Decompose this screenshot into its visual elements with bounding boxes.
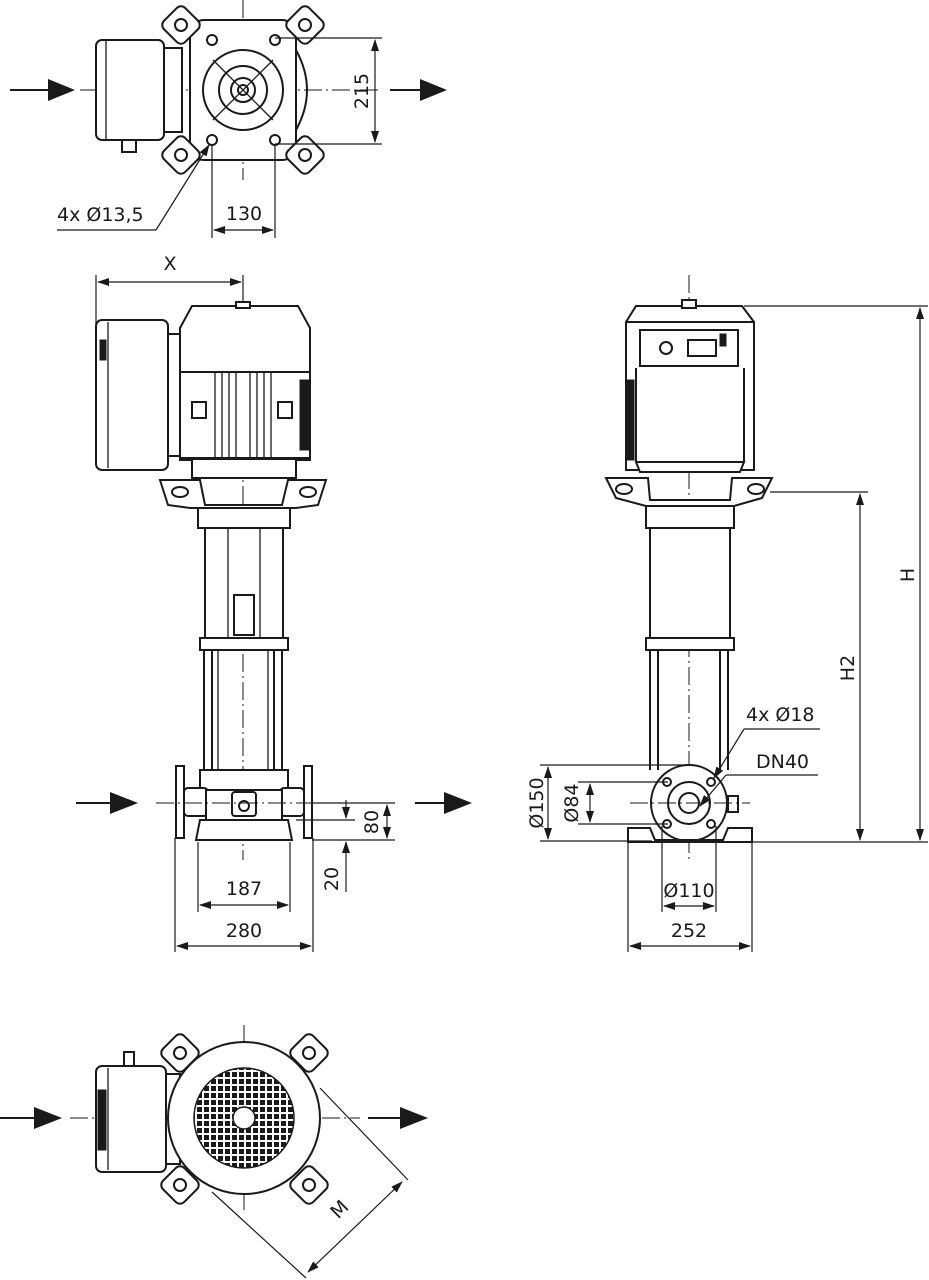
side-view: H H2 4x Ø18 DN40 Ø150 xyxy=(526,275,928,952)
dimension-x-label: X xyxy=(163,253,176,275)
dimension-80-label: 80 xyxy=(361,810,383,834)
bottom-view: M xyxy=(0,1025,428,1279)
dn-callout: DN40 xyxy=(699,751,818,807)
dimension-252-label: 252 xyxy=(671,920,707,942)
dimension-20: 20 xyxy=(296,800,355,892)
flow-outlet-arrow-top xyxy=(390,79,447,101)
flow-inlet-arrow-bottom xyxy=(0,1107,62,1129)
holes-callout-flange: 4x Ø18 xyxy=(713,704,820,779)
dimension-20-label: 20 xyxy=(321,867,343,891)
flow-outlet-arrow-front xyxy=(415,792,472,814)
holes-callout-flange-label: 4x Ø18 xyxy=(746,704,815,726)
dimension-130-label: 130 xyxy=(226,203,262,225)
dimension-130: 130 xyxy=(211,145,276,238)
motor-front xyxy=(179,301,311,461)
dimension-h2-label: H2 xyxy=(837,655,859,681)
dimension-d110: Ø110 xyxy=(661,826,717,912)
dimension-h: H xyxy=(744,305,928,843)
mounting-lugs-top xyxy=(161,5,325,175)
flow-inlet-arrow-top xyxy=(10,79,75,101)
dimension-252: 252 xyxy=(627,842,753,952)
flow-inlet-arrow-front xyxy=(76,792,138,814)
pump-hydraulics-side xyxy=(649,650,729,770)
dimension-280-label: 280 xyxy=(226,920,262,942)
holes-callout-top: 4x Ø13,5 xyxy=(57,144,210,231)
dimension-h-label: H xyxy=(897,568,919,582)
holes-callout-top-label: 4x Ø13,5 xyxy=(57,204,144,226)
dimension-d84-label: Ø84 xyxy=(561,783,583,822)
motor-top xyxy=(189,19,308,161)
dimension-280: 280 xyxy=(174,838,314,952)
front-view: X xyxy=(76,253,472,952)
pump-base-front xyxy=(175,765,313,841)
terminal-box-top xyxy=(95,39,183,153)
motor-side xyxy=(625,299,755,473)
top-view: 215 130 4x Ø13,5 xyxy=(10,0,447,238)
dimension-215-label: 215 xyxy=(351,73,373,109)
motor-stool-side xyxy=(604,477,774,651)
flow-outlet-arrow-bottom xyxy=(368,1107,428,1129)
dimension-187: 187 xyxy=(197,842,291,912)
fan-cover-bottom xyxy=(167,1041,321,1195)
dimension-215: 215 xyxy=(275,37,382,145)
terminal-box-front xyxy=(95,319,181,471)
dimension-d150-label: Ø150 xyxy=(526,777,548,828)
dimension-187-label: 187 xyxy=(226,878,262,900)
dimension-m-label: M xyxy=(326,1196,353,1223)
dimension-d110-label: Ø110 xyxy=(663,880,714,902)
dimension-d84: Ø84 xyxy=(561,781,668,825)
dimension-d150: Ø150 xyxy=(526,764,689,842)
dn-callout-label: DN40 xyxy=(756,751,809,773)
dimension-80: 80 xyxy=(312,802,395,841)
motor-stool-front xyxy=(158,460,328,651)
dimension-h2: H2 xyxy=(770,491,868,841)
